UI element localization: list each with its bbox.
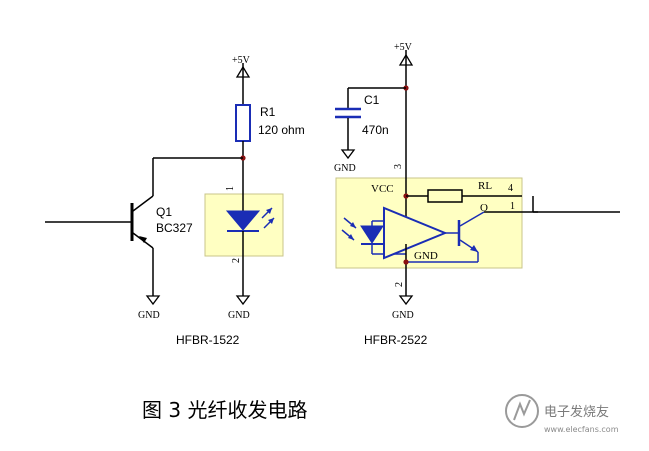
supply-label-right: +5V bbox=[394, 42, 413, 53]
supply-arrowhead-right bbox=[398, 53, 414, 66]
hfbr1522-pin-2: 2 bbox=[231, 258, 242, 263]
q1-collector-leg bbox=[132, 195, 154, 212]
elecfans-logo bbox=[505, 394, 539, 428]
hfbr2522-rl: RL bbox=[478, 180, 492, 192]
amplifier bbox=[383, 206, 448, 260]
watermark-text: 电子发烧友 bbox=[544, 404, 609, 420]
q1-ref: Q1 bbox=[156, 205, 172, 219]
led-emit-arrowhead-1 bbox=[266, 208, 272, 214]
c1-value: 470n bbox=[362, 123, 389, 137]
hfbr2522-pin-2: 2 bbox=[394, 282, 405, 287]
gnd-symbol-q1 bbox=[145, 295, 161, 306]
led-emit-arrowhead-2 bbox=[268, 218, 274, 224]
hfbr1522-label: HFBR-1522 bbox=[176, 333, 240, 347]
light-arrowhead-1 bbox=[350, 222, 356, 228]
watermark-url: www.elecfans.com bbox=[544, 425, 619, 434]
hfbr2522-gnd: GND bbox=[414, 250, 438, 262]
r1-ref: R1 bbox=[260, 105, 276, 119]
gnd-label-q1: GND bbox=[138, 310, 160, 321]
out-transistor-arrow bbox=[470, 245, 478, 252]
gnd-label-c1: GND bbox=[334, 163, 356, 174]
light-arrowhead-2 bbox=[348, 234, 354, 240]
supply-arrowhead-left bbox=[235, 65, 251, 78]
r1-resistor bbox=[235, 104, 251, 142]
gnd-label-receiver: GND bbox=[392, 310, 414, 321]
hfbr2522-module bbox=[335, 177, 523, 269]
gnd-symbol-led bbox=[235, 295, 251, 306]
supply-label-left: +5V bbox=[232, 55, 251, 66]
hfbr2522-pin-1: 1 bbox=[510, 201, 515, 212]
hfbr2522-pin-4: 4 bbox=[508, 183, 513, 194]
c1-ref: C1 bbox=[364, 93, 380, 107]
gnd-label-led: GND bbox=[228, 310, 250, 321]
hfbr2522-vcc: VCC bbox=[371, 183, 394, 195]
gnd-symbol-receiver bbox=[398, 295, 414, 306]
q1-part: BC327 bbox=[156, 221, 193, 235]
gnd-symbol-c1 bbox=[340, 149, 356, 160]
node-gnd bbox=[403, 259, 409, 265]
r1-value: 120 ohm bbox=[258, 123, 305, 137]
q1-emitter-arrow bbox=[139, 236, 147, 243]
hfbr2522-out: O bbox=[480, 202, 488, 214]
out-transistor-collector bbox=[459, 211, 485, 227]
hfbr2522-label: HFBR-2522 bbox=[364, 333, 428, 347]
hfbr2522-pin-3: 3 bbox=[393, 164, 404, 169]
figure-caption: 图 3 光纤收发电路 bbox=[142, 398, 307, 422]
hfbr1522-pin-1: 1 bbox=[225, 186, 236, 191]
led-diode bbox=[225, 210, 261, 231]
